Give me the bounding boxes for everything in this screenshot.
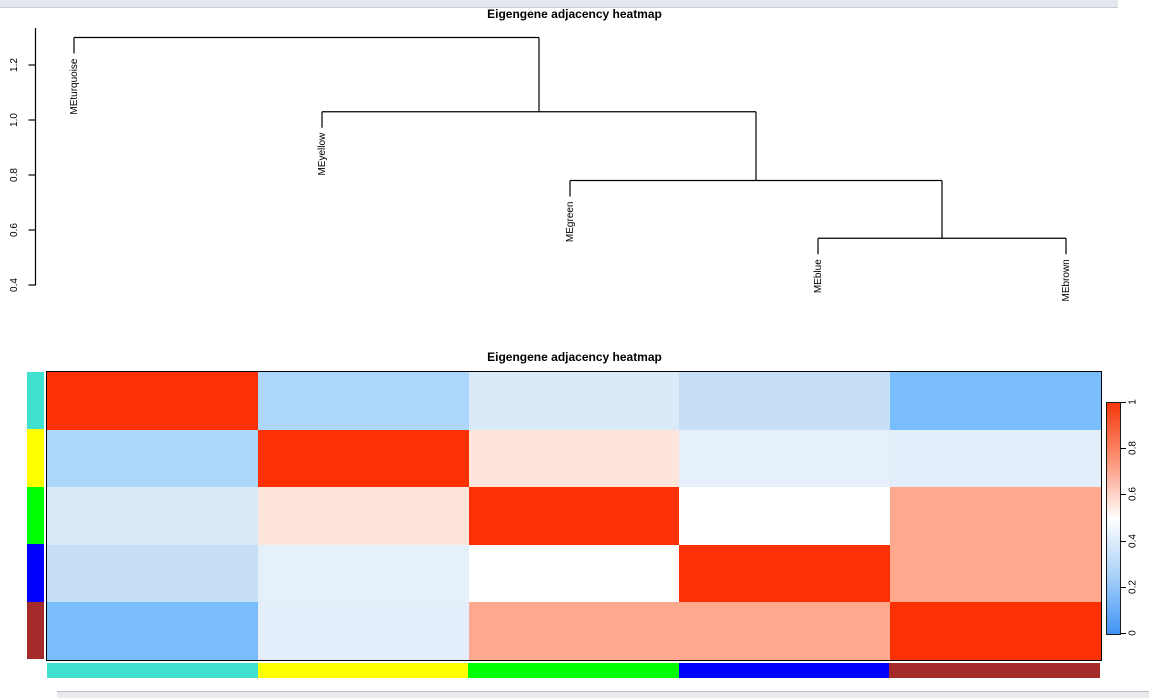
row-color-MEblue bbox=[27, 544, 44, 602]
heatmap-cell bbox=[890, 372, 1101, 430]
dendrogram-leaf-label: MEyellow bbox=[317, 132, 328, 176]
color-scale-tick bbox=[1121, 402, 1126, 403]
eigengene-dendrogram: 0.4 0.6 0.8 1.0 1.2 MEturquoiseMEyellowMEgree… bbox=[9, 28, 1072, 302]
heatmap-cell bbox=[257, 544, 469, 603]
row-color-MEgreen bbox=[27, 486, 44, 545]
column-color-MEturquoise bbox=[47, 663, 258, 678]
dendrogram-title: Eigengene adjacency heatmap bbox=[487, 7, 662, 21]
row-color-MEbrown bbox=[27, 601, 44, 660]
heatmap-title: Eigengene adjacency heatmap bbox=[487, 350, 662, 364]
column-color-MEyellow bbox=[257, 663, 469, 678]
color-scale-tick bbox=[1121, 448, 1126, 450]
heatmap-color-scale bbox=[1106, 402, 1121, 635]
heatmap-cell bbox=[468, 544, 680, 603]
horizontal-scrollbar[interactable] bbox=[57, 691, 1149, 698]
dendrogram-leaf-label: MEgreen bbox=[565, 202, 576, 243]
heatmap-cell bbox=[47, 487, 258, 545]
color-scale-tick bbox=[1121, 540, 1126, 542]
heatmap-cell bbox=[47, 429, 258, 488]
dendrogram-leaf-label: MEbrown bbox=[1061, 259, 1072, 301]
axis-tick-label: 0.6 bbox=[9, 223, 20, 237]
heatmap-cell bbox=[679, 372, 891, 430]
dendrogram-leaf-label: MEblue bbox=[813, 259, 824, 293]
heatmap-cell bbox=[679, 487, 891, 545]
color-scale-tick-label: 0.6 bbox=[1127, 487, 1139, 502]
color-scale-tick bbox=[1121, 633, 1126, 634]
dendrogram-leaf-label: MEturquoise bbox=[69, 58, 80, 115]
heatmap-cell bbox=[257, 372, 469, 430]
row-color-MEturquoise bbox=[27, 372, 44, 430]
heatmap-cell bbox=[679, 602, 891, 660]
color-scale-tick bbox=[1121, 494, 1126, 496]
heatmap-row-colorbar bbox=[27, 372, 44, 660]
heatmap-cell bbox=[890, 429, 1101, 488]
column-color-MEgreen bbox=[468, 663, 679, 678]
color-scale-tick-label: 0.4 bbox=[1127, 533, 1139, 548]
window-top-edge bbox=[0, 0, 1118, 8]
heatmap-cell bbox=[890, 544, 1101, 603]
row-color-MEyellow bbox=[27, 429, 44, 487]
heatmap-cell bbox=[47, 544, 258, 603]
heatmap-cell bbox=[468, 487, 680, 545]
axis-tick-label: 1.2 bbox=[9, 58, 20, 72]
color-scale-tick-label: 0.8 bbox=[1127, 441, 1139, 456]
eigengene-heatmap-grid bbox=[46, 371, 1102, 661]
heatmap-cell bbox=[890, 487, 1101, 545]
heatmap-cell bbox=[257, 602, 469, 660]
heatmap-cell bbox=[468, 372, 680, 430]
heatmap-cell bbox=[679, 429, 891, 488]
heatmap-cell bbox=[679, 544, 891, 603]
heatmap-cell bbox=[257, 429, 469, 488]
heatmap-cell bbox=[257, 487, 469, 545]
axis-tick-label: 0.4 bbox=[9, 278, 20, 292]
column-color-MEbrown bbox=[889, 663, 1100, 678]
heatmap-cell bbox=[47, 602, 258, 660]
axis-tick-label: 1.0 bbox=[9, 113, 20, 127]
heatmap-column-colorbar bbox=[47, 663, 1100, 678]
heatmap-cell bbox=[47, 372, 258, 430]
color-scale-tick bbox=[1121, 586, 1126, 588]
heatmap-cell bbox=[890, 602, 1101, 660]
column-color-MEblue bbox=[678, 663, 890, 678]
color-scale-tick-label: 1 bbox=[1127, 399, 1139, 405]
heatmap-cell bbox=[468, 602, 680, 660]
color-scale-tick-label: 0.2 bbox=[1127, 579, 1139, 594]
color-scale-tick-label: 0 bbox=[1127, 630, 1139, 636]
axis-tick-label: 0.8 bbox=[9, 168, 20, 182]
heatmap-cell bbox=[468, 429, 680, 488]
